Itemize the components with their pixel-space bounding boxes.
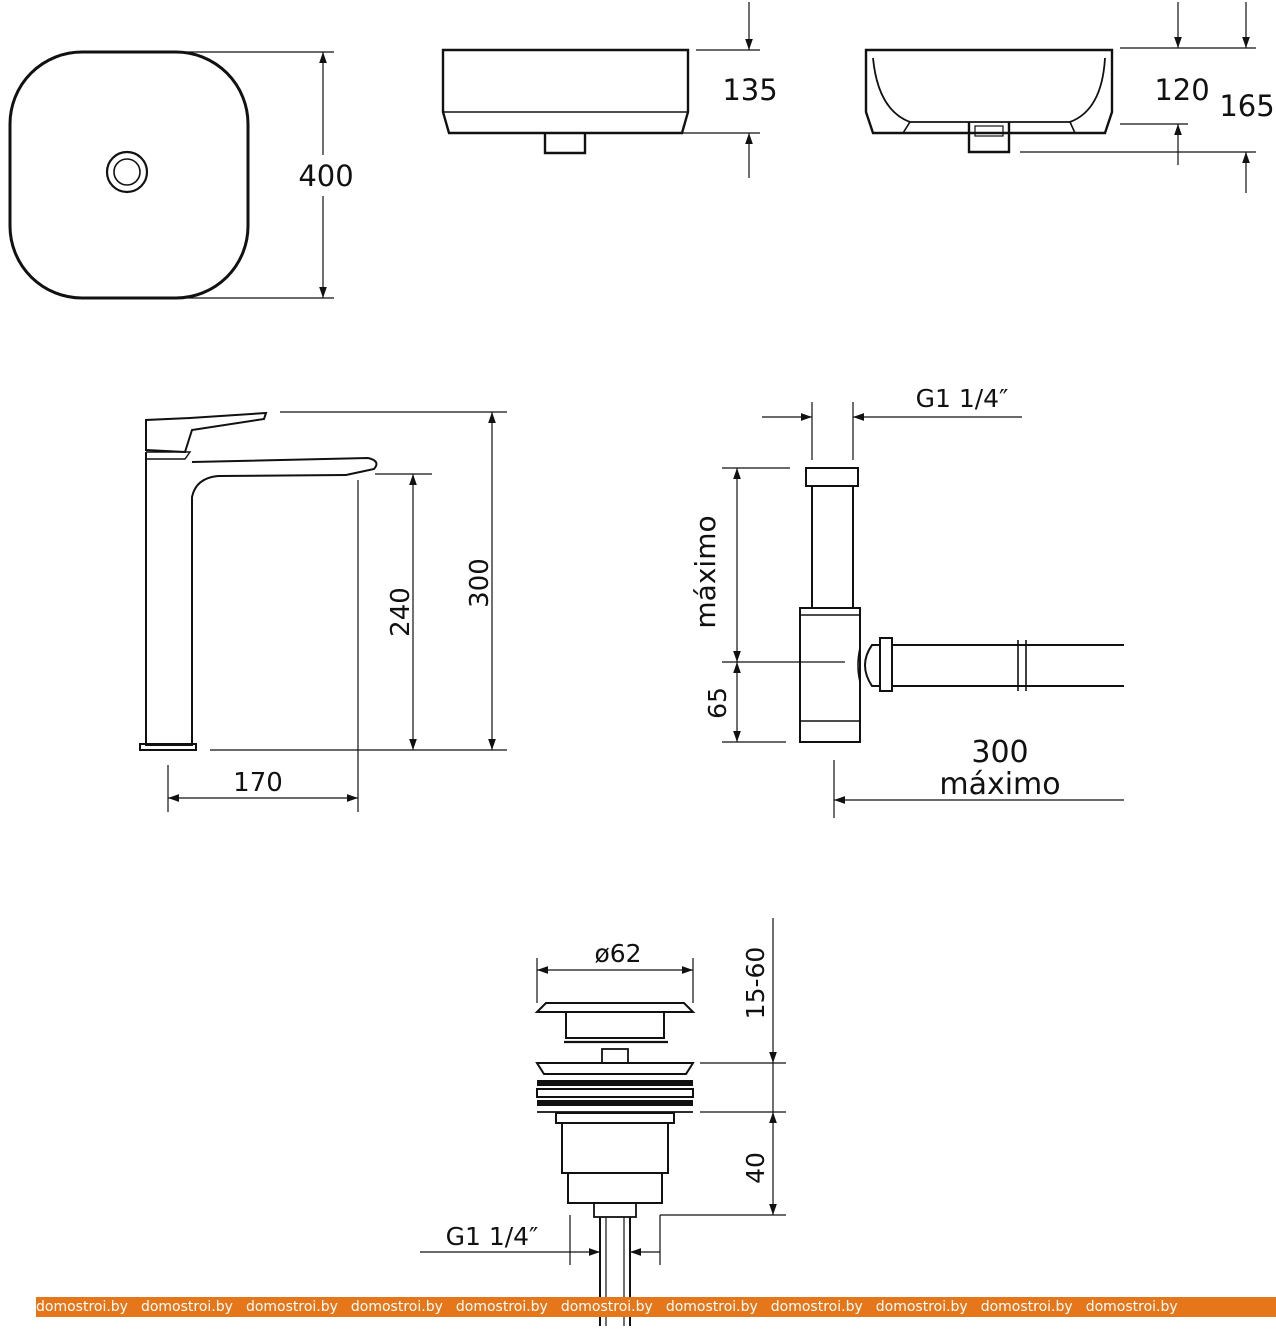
- basin-total-height-label: 165: [1219, 89, 1274, 123]
- watermark-text: domostroi.by: [245, 1299, 338, 1315]
- basin-section-view: 120 165: [864, 2, 1275, 193]
- basin-inner-depth-label: 120: [1154, 73, 1209, 107]
- watermark-text: domostroi.by: [560, 1299, 653, 1315]
- basin-side-height-label: 135: [722, 73, 777, 107]
- drain-adjust-label: 15-60: [741, 947, 770, 1020]
- watermark-text: domostroi.by: [980, 1299, 1073, 1315]
- watermark-text: domostroi.by: [455, 1299, 548, 1315]
- siphon-horizontal-max-label: máximo: [939, 767, 1060, 802]
- basin-width-label: 400: [298, 159, 353, 193]
- faucet-total-height-label: 300: [465, 558, 495, 608]
- drain-thread-label: G1 1/4″: [446, 1222, 539, 1251]
- watermark-text: domostroi.by: [665, 1299, 758, 1315]
- faucet-spout-height-label: 240: [386, 587, 416, 637]
- drain-body-label: 40: [741, 1152, 770, 1184]
- siphon-offset-label: 65: [703, 687, 732, 719]
- siphon-thread-label: G1 1/4″: [916, 384, 1009, 413]
- siphon-side-view: G1 1/4″ máximo 65 300 máximo: [689, 384, 1124, 818]
- siphon-horizontal-value-label: 300: [971, 735, 1028, 770]
- watermark-text: domostroi.by: [36, 1299, 128, 1315]
- watermark-text: domostroi.by: [1085, 1299, 1178, 1315]
- siphon-vertical-max-label: máximo: [689, 515, 722, 628]
- watermark-text: domostroi.by: [350, 1299, 443, 1315]
- faucet-side-view: 300 240 170: [139, 411, 507, 812]
- watermark-bar: domostroi.by domostroi.by domostroi.by domo…: [36, 1297, 1276, 1317]
- watermark-text: domostroi.by: [875, 1299, 968, 1315]
- watermark-text: domostroi.by: [770, 1299, 863, 1315]
- drain-diameter-label: ø62: [594, 939, 641, 968]
- basin-side-view: 135: [441, 2, 778, 178]
- faucet-reach-label: 170: [233, 768, 283, 798]
- watermark-text: domostroi.by: [140, 1299, 233, 1315]
- basin-top-view: 400: [8, 50, 354, 300]
- drain-side-view: ø62 15-60 40 G1 1/4″: [420, 918, 786, 1326]
